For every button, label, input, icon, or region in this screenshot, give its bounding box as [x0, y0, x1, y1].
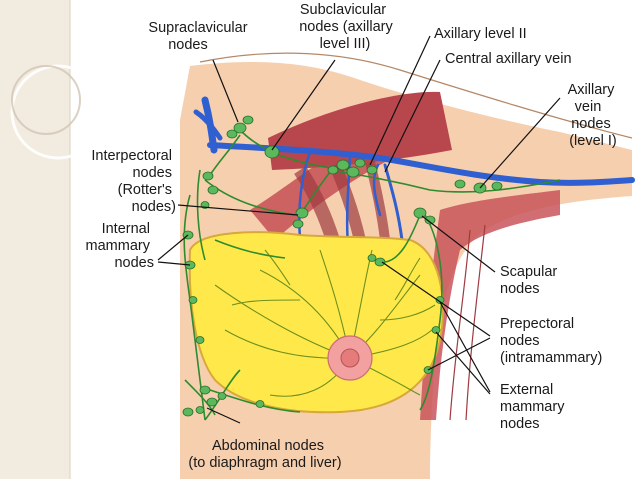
vein-branch-1 [298, 150, 312, 242]
label-axillary-vein-nodes-line-3: nodes [571, 116, 611, 132]
label-subclavicular-line-1: Subclavicular [300, 2, 386, 18]
label-supraclavicular: Supraclavicular nodes [148, 20, 251, 53]
label-interpectoral-line-4: nodes) [132, 199, 176, 215]
label-external-mammary-line-1: External [500, 382, 553, 398]
label-internal-mammary-line-3: nodes [114, 255, 154, 271]
label-central-axillary-vein: Central axillary vein [445, 51, 572, 67]
label-internal-mammary-line-2: mammary [86, 238, 151, 254]
breast-outline [188, 231, 444, 414]
breast [188, 231, 444, 414]
shoulder-outline [199, 52, 633, 139]
label-prepectoral-line-2: nodes [500, 333, 540, 349]
leader-lines [157, 35, 561, 424]
label-external-mammary: External mammary nodes [500, 382, 568, 432]
label-supraclavicular-line-1: Supraclavicular [148, 20, 247, 36]
slide-decoration [0, 0, 106, 479]
label-internal-mammary: Internal mammary nodes [86, 221, 154, 271]
label-external-mammary-line-2: mammary [500, 399, 565, 415]
label-subclavicular-line-3: level III) [320, 36, 371, 52]
label-interpectoral-line-2: nodes [132, 165, 172, 181]
label-interpectoral-line-1: Interpectoral [91, 148, 172, 164]
label-axillary-vein-nodes: Axillary vein nodes (level I) [568, 82, 619, 149]
label-axillary-vein-nodes-line-4: (level I) [569, 133, 617, 149]
labels: Supraclavicular nodes Subclavicular node… [86, 2, 619, 471]
label-scapular-line-2: nodes [500, 281, 540, 297]
label-interpectoral-line-3: (Rotter's [118, 182, 172, 198]
label-axillary-level-2-line-1: Axillary level II [434, 26, 527, 42]
decor-ring-large [10, 64, 106, 160]
label-abdominal: Abdominal nodes (to diaphragm and liver) [188, 438, 341, 471]
label-prepectoral: Prepectoral nodes (intramammary) [500, 316, 602, 366]
label-scapular-line-1: Scapular [500, 264, 557, 280]
label-abdominal-line-1: Abdominal nodes [212, 438, 324, 454]
label-subclavicular-line-2: nodes (axillary [299, 19, 393, 35]
arm-muscle [420, 190, 560, 420]
label-prepectoral-line-3: (intramammary) [500, 350, 602, 366]
label-internal-mammary-line-1: Internal [102, 221, 150, 237]
label-axillary-vein-nodes-line-2: vein [575, 99, 602, 115]
subclavian-vein [207, 142, 635, 186]
vein-branch-left [193, 109, 223, 141]
label-external-mammary-line-3: nodes [500, 416, 540, 432]
label-scapular: Scapular nodes [500, 264, 561, 297]
label-interpectoral: Interpectoral nodes (Rotter's nodes) [91, 148, 176, 215]
label-axillary-level-2: Axillary level II [434, 26, 527, 42]
label-central-axillary-vein-line-1: Central axillary vein [445, 51, 572, 67]
lymph-nodes [182, 115, 503, 417]
nipple [340, 348, 360, 368]
label-axillary-vein-nodes-line-1: Axillary [568, 82, 615, 98]
label-prepectoral-line-1: Prepectoral [500, 316, 574, 332]
label-abdominal-line-2: (to diaphragm and liver) [188, 455, 341, 471]
decor-ring-small [11, 65, 81, 135]
label-supraclavicular-line-2: nodes [168, 37, 208, 53]
label-subclavicular: Subclavicular nodes (axillary level III) [299, 2, 397, 52]
